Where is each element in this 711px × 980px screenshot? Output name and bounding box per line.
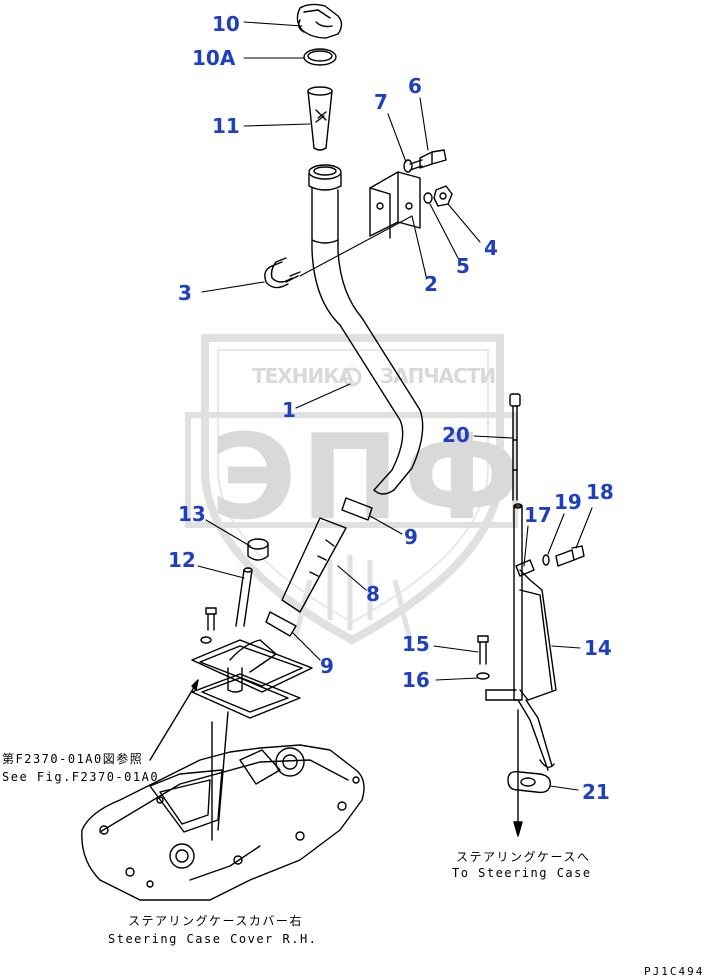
- part-8-hose: [281, 517, 347, 613]
- note-cover-jp: ステアリングケースカバー右: [128, 914, 303, 928]
- part-10-cap: [296, 3, 343, 39]
- note-cover-en: Steering Case Cover R.H.: [108, 932, 318, 946]
- note-to-case-jp: ステアリングケースへ: [456, 850, 591, 864]
- mount-plate: [191, 639, 313, 693]
- callout-16[interactable]: 16: [402, 668, 430, 692]
- callout-14[interactable]: 14: [584, 636, 612, 660]
- part-21-gasket: [507, 770, 551, 794]
- part-12-rod: [235, 567, 253, 627]
- callout-18[interactable]: 18: [586, 480, 614, 504]
- note-see-fig-jp: 第F2370-01A0図参照: [2, 752, 144, 766]
- part-4-nut: [433, 185, 453, 207]
- part-15-bolt: [477, 635, 489, 665]
- part-11-strainer: [307, 86, 333, 151]
- part-17-clip: [515, 559, 535, 577]
- callout-9-lower[interactable]: 9: [320, 654, 334, 678]
- watermark-big: ЭПФ: [210, 408, 525, 546]
- callout-20[interactable]: 20: [442, 423, 470, 447]
- callout-11[interactable]: 11: [212, 114, 240, 138]
- part-14-guide: [513, 503, 557, 771]
- small-bolt: [200, 607, 217, 644]
- part-1-filler-tube: [308, 164, 424, 495]
- steering-case-cover: [81, 711, 365, 901]
- callout-17[interactable]: 17: [524, 503, 552, 527]
- part-3-ubolt: [264, 257, 301, 289]
- part-9-clamp-upper: [341, 497, 373, 521]
- callout-13[interactable]: 13: [178, 502, 206, 526]
- callout-3[interactable]: 3: [178, 281, 192, 305]
- callout-5[interactable]: 5: [456, 254, 470, 278]
- part-5-washer: [423, 192, 433, 204]
- callout-10[interactable]: 10: [212, 12, 240, 36]
- callout-10a[interactable]: 10A: [192, 46, 236, 70]
- callout-8[interactable]: 8: [366, 582, 380, 606]
- callout-12[interactable]: 12: [168, 548, 196, 572]
- part-18-bolt: [555, 545, 585, 567]
- callout-2[interactable]: 2: [424, 272, 438, 296]
- leader-see-fig: [149, 679, 199, 761]
- plate-gasket: [191, 673, 301, 719]
- arrow-to-steering-case: [513, 709, 523, 837]
- leader-lines: [197, 21, 593, 791]
- note-to-case-en: To Steering Case: [452, 866, 592, 880]
- callout-19[interactable]: 19: [554, 490, 582, 514]
- note-see-fig-en: See Fig.F2370-01A0: [2, 770, 160, 784]
- part-20-dipstick: [509, 393, 521, 501]
- callout-15[interactable]: 15: [402, 632, 430, 656]
- callout-1[interactable]: 1: [282, 398, 296, 422]
- part-19-washer: [542, 554, 550, 566]
- part-9-clamp-lower: [265, 611, 297, 637]
- callout-9-upper[interactable]: 9: [404, 525, 418, 549]
- part-10a-ring: [303, 48, 337, 66]
- callout-4[interactable]: 4: [484, 236, 498, 260]
- drawing-code: PJ1C494: [644, 965, 705, 978]
- part-2-bracket: [369, 171, 421, 239]
- watermark-top-left: ТЕХНИКА: [252, 364, 354, 388]
- callout-7[interactable]: 7: [374, 90, 388, 114]
- callout-6[interactable]: 6: [408, 74, 422, 98]
- callout-21[interactable]: 21: [582, 780, 610, 804]
- part-16-washer: [476, 672, 517, 701]
- part-6-bolt: [409, 149, 447, 171]
- part-13-cap: [247, 538, 269, 561]
- part-7-washer: [403, 159, 413, 173]
